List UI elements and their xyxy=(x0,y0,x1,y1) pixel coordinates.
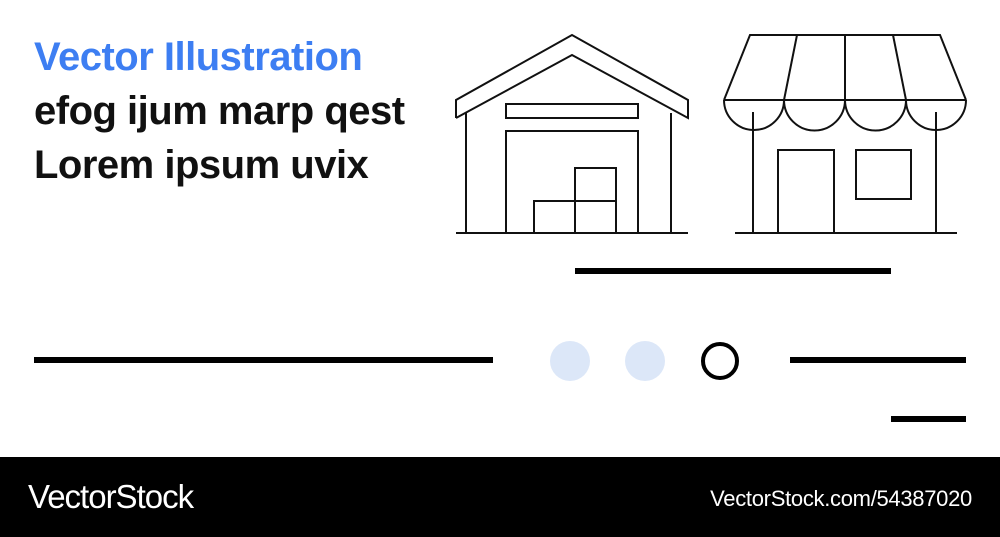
dot-indicator xyxy=(550,341,590,381)
storefront-icon xyxy=(723,34,967,234)
headline: Vector Illustration efog ijum marp qest … xyxy=(34,30,454,192)
dot-indicator-outline xyxy=(701,342,739,380)
stock-id-url: VectorStock.com/54387020 xyxy=(710,486,972,511)
warehouse-icon xyxy=(455,33,689,234)
brand-logo: VectorStock xyxy=(28,478,194,515)
headline-accent: Vector Illustration xyxy=(34,35,363,79)
dot-indicator xyxy=(625,341,665,381)
illustration xyxy=(34,33,967,422)
footer-bar: VectorStock VectorStock.com/54387020 xyxy=(0,457,1000,537)
headline-body: efog ijum marp qest Lorem ipsum uvix xyxy=(34,89,405,187)
